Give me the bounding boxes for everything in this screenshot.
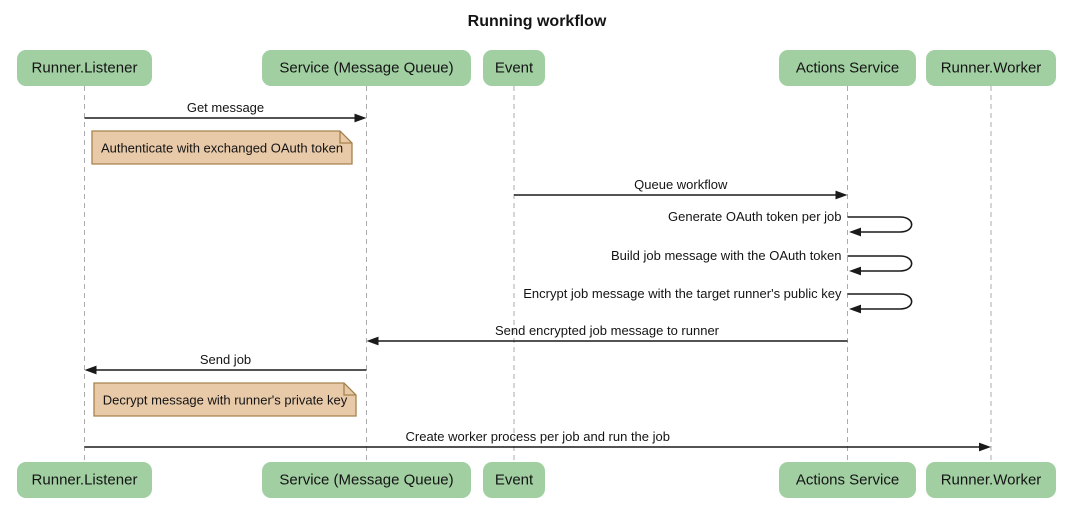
message-label-send-job: Send job — [200, 352, 251, 367]
self-message-loop-generate-oauth — [847, 216, 913, 233]
message-label-create-worker-process: Create worker process per job and run th… — [406, 429, 670, 444]
arrowhead-right-icon — [979, 442, 991, 452]
note-authenticate-shape — [91, 130, 353, 165]
arrowhead-left-icon — [849, 304, 861, 314]
self-message-loop-build-job-message — [847, 255, 913, 272]
actor-label-event-top: Event — [495, 60, 534, 77]
actor-box-actions-service-bottom — [779, 462, 916, 498]
note-decrypt-fold-icon — [343, 383, 356, 396]
arrowhead-left-icon — [849, 266, 861, 276]
actor-box-actions-service-top — [779, 50, 916, 86]
note-authenticate-fold-icon — [339, 131, 352, 144]
note-decrypt-text: Decrypt message with runner's private ke… — [103, 393, 348, 408]
message-label-send-encrypted-job: Send encrypted job message to runner — [495, 323, 720, 338]
actor-label-actions-service-top: Actions Service — [796, 60, 899, 77]
actor-box-runner-worker-bottom — [926, 462, 1056, 498]
actor-label-runner-worker-bottom: Runner.Worker — [941, 472, 1042, 489]
actor-label-runner-listener-bottom: Runner.Listener — [32, 472, 138, 489]
diagram-title: Running workflow — [468, 13, 607, 30]
actor-box-event-bottom — [483, 462, 545, 498]
actor-box-service-message-queue-bottom — [262, 462, 471, 498]
arrowhead-right-icon — [354, 113, 367, 123]
actor-label-service-message-queue-top: Service (Message Queue) — [279, 60, 453, 77]
self-message-loop-encrypt-job-message — [847, 293, 913, 310]
actor-label-runner-listener-top: Runner.Listener — [32, 60, 138, 77]
actor-label-event-bottom: Event — [495, 472, 534, 489]
actor-label-runner-worker-top: Runner.Worker — [941, 60, 1042, 77]
actor-label-actions-service-bottom: Actions Service — [796, 472, 899, 489]
actor-box-runner-listener-top — [17, 50, 152, 86]
arrowhead-left-icon — [84, 365, 97, 375]
note-decrypt-shape — [93, 382, 357, 417]
arrowhead-right-icon — [835, 190, 848, 200]
message-label-queue-workflow: Queue workflow — [634, 177, 728, 192]
message-label-encrypt-job-message: Encrypt job message with the target runn… — [523, 286, 842, 301]
arrowhead-left-icon — [366, 336, 379, 346]
actor-box-event-top — [483, 50, 545, 86]
arrowhead-left-icon — [849, 227, 861, 237]
message-label-generate-oauth-token: Generate OAuth token per job — [668, 209, 841, 224]
message-label-build-job-message: Build job message with the OAuth token — [611, 248, 842, 263]
note-authenticate-text: Authenticate with exchanged OAuth token — [101, 141, 343, 156]
actor-label-service-message-queue-bottom: Service (Message Queue) — [279, 472, 453, 489]
actor-box-service-message-queue-top — [262, 50, 471, 86]
message-label-get-message: Get message — [187, 100, 264, 115]
actor-box-runner-worker-top — [926, 50, 1056, 86]
actor-box-runner-listener-bottom — [17, 462, 152, 498]
